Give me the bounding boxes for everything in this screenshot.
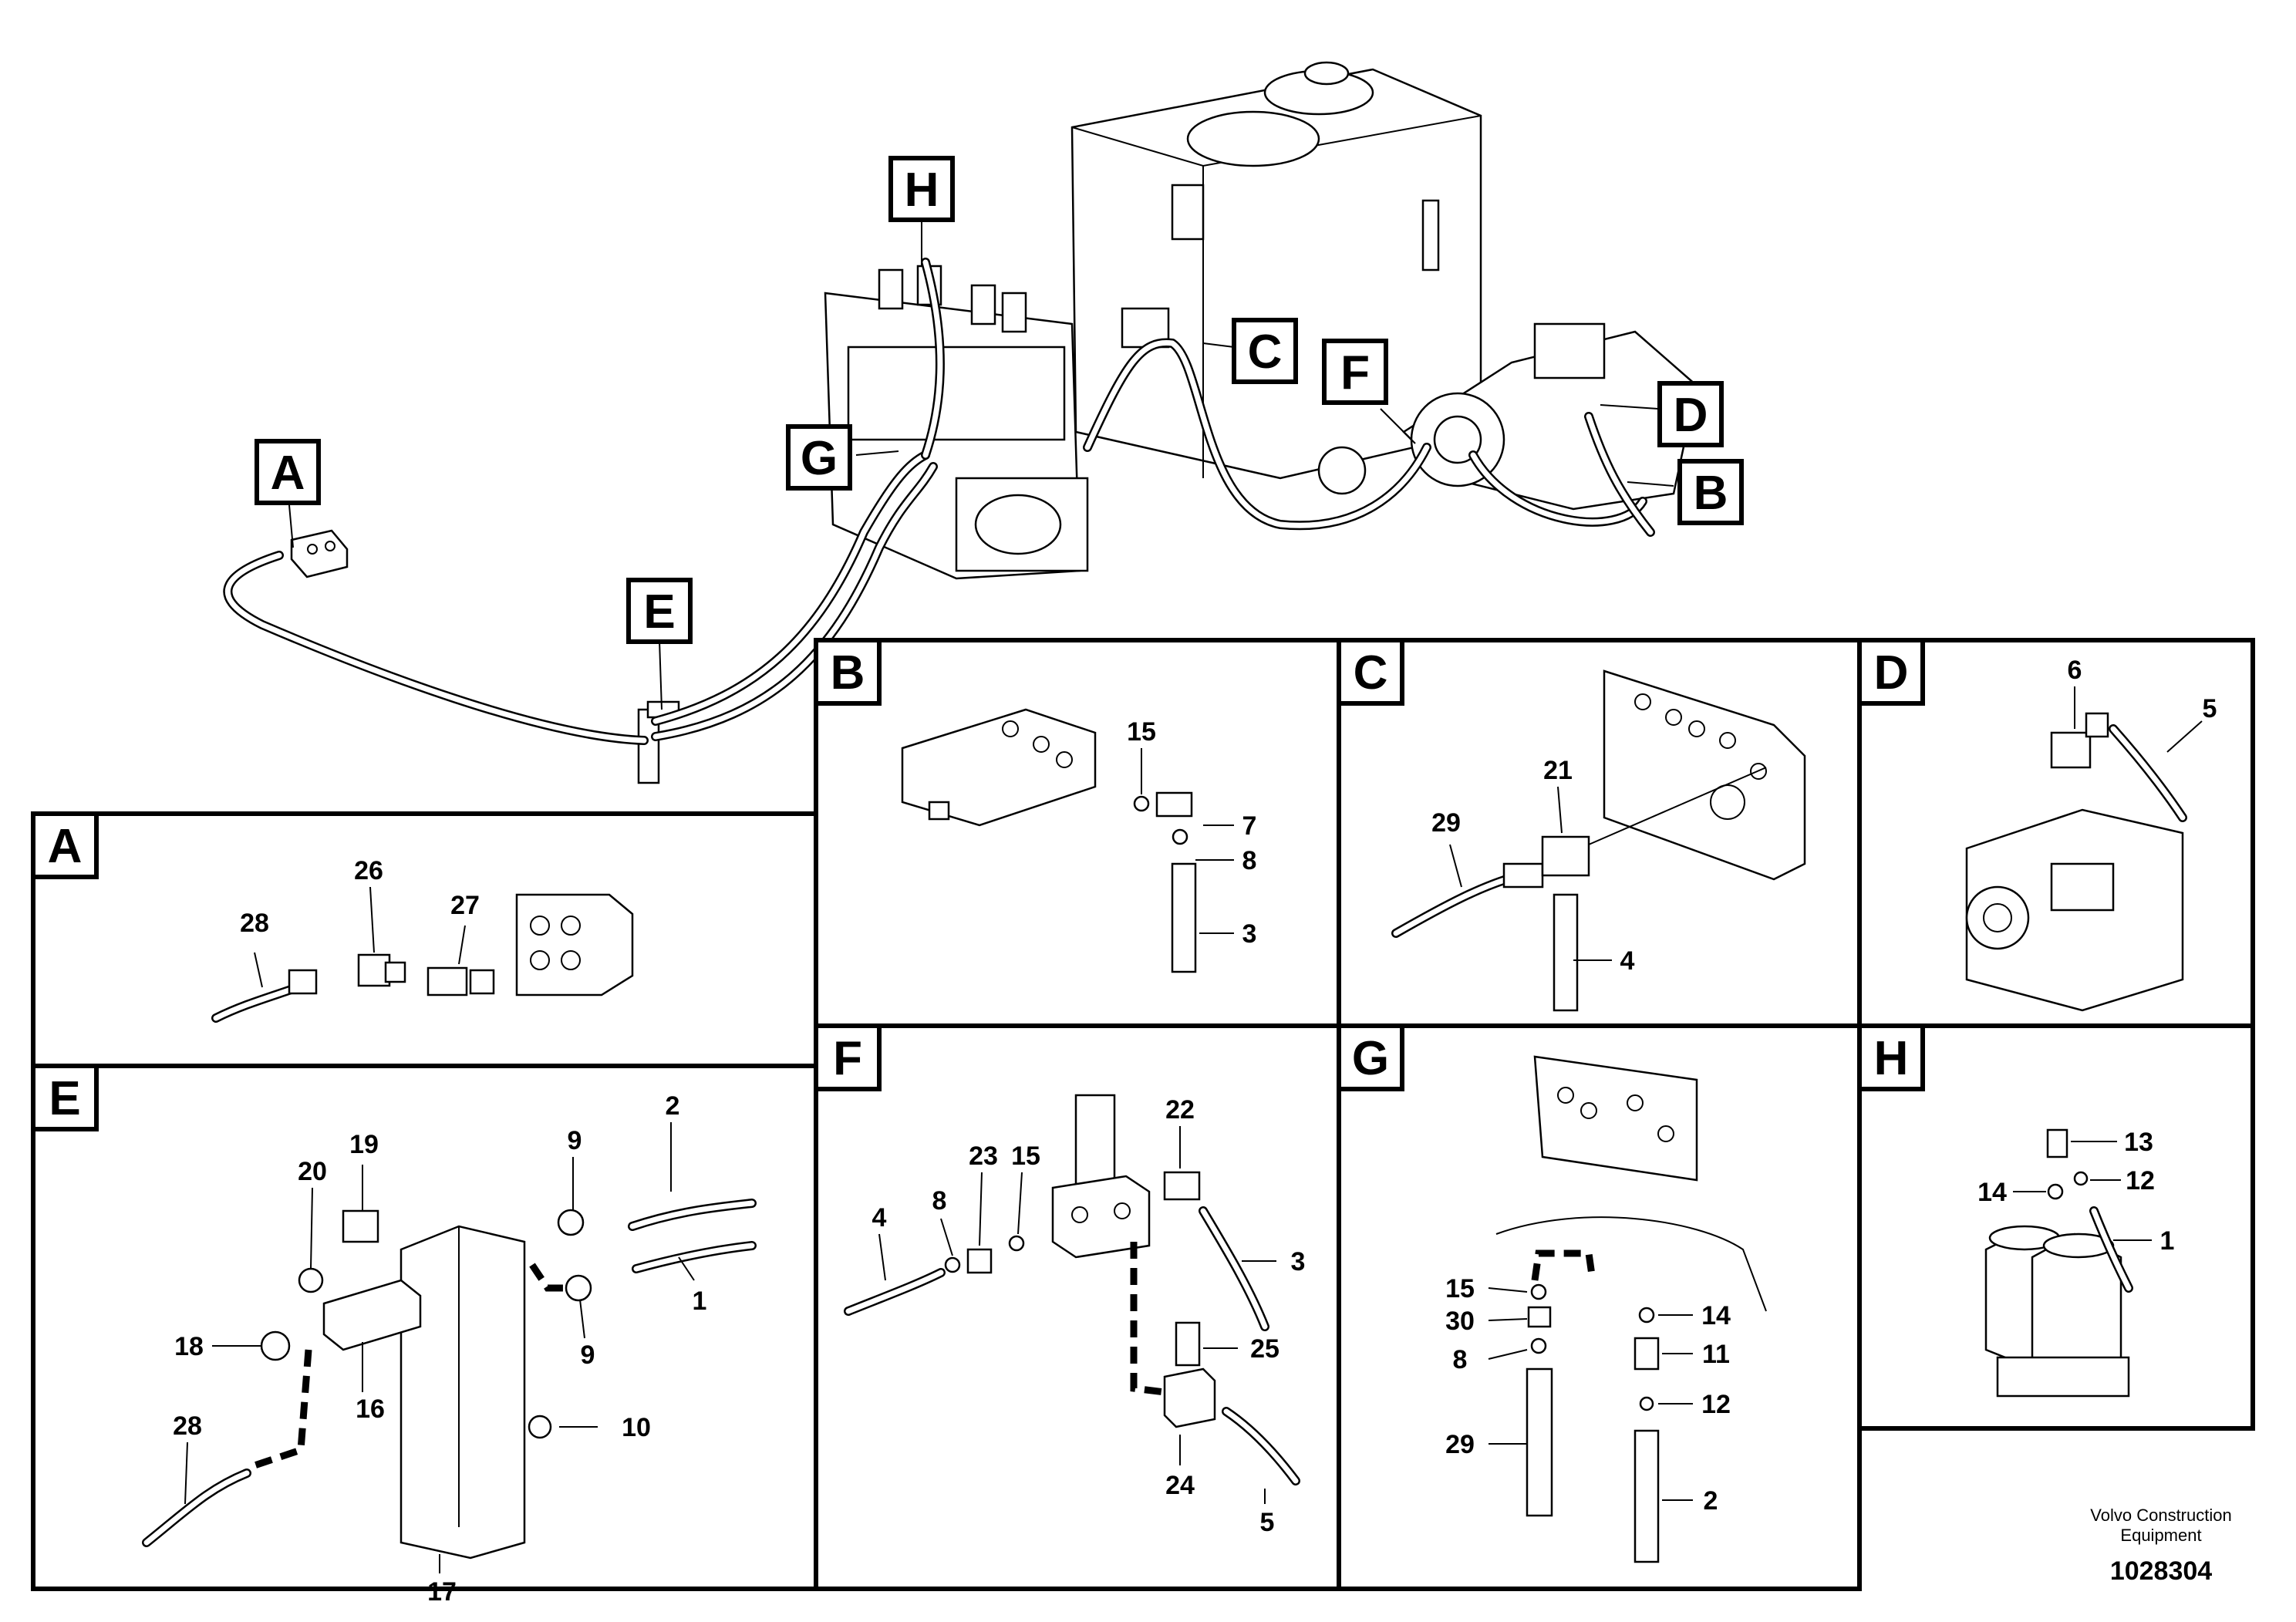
panel-b: B 15 7 8 3 xyxy=(814,638,1341,1028)
svg-text:H: H xyxy=(905,164,939,217)
part-9-lower: 9 xyxy=(581,1340,595,1370)
svg-text:A: A xyxy=(271,447,305,500)
part-8: 8 xyxy=(1242,846,1257,875)
part-12: 12 xyxy=(2126,1166,2155,1195)
distribution-block xyxy=(290,529,349,578)
part-7: 7 xyxy=(1242,811,1257,841)
part-29: 29 xyxy=(1431,808,1461,838)
part-9: 9 xyxy=(568,1126,582,1155)
part-24: 24 xyxy=(1165,1471,1195,1500)
panel-e: E 20 19 18 16 28 9 2 9 1 xyxy=(31,1064,818,1607)
part-2: 2 xyxy=(666,1091,680,1121)
part-14: 14 xyxy=(1977,1178,2007,1207)
svg-text:B: B xyxy=(1694,467,1728,520)
callout-tag-a[interactable]: A xyxy=(257,441,319,503)
panel-c: C 29 21 4 xyxy=(1337,638,1862,1028)
part-8: 8 xyxy=(932,1186,947,1216)
callout-tag-c[interactable]: C xyxy=(1234,320,1296,382)
svg-text:H: H xyxy=(1874,1032,1909,1085)
svg-text:F: F xyxy=(1340,346,1370,400)
callout-tag-f[interactable]: F xyxy=(1324,341,1386,403)
part-22: 22 xyxy=(1165,1095,1195,1125)
part-29: 29 xyxy=(1445,1430,1475,1459)
callout-tag-h[interactable]: H xyxy=(891,158,952,220)
svg-text:G: G xyxy=(801,432,838,485)
callout-tag-e[interactable]: E xyxy=(629,580,690,642)
svg-text:D: D xyxy=(1874,646,1909,700)
part-10: 10 xyxy=(622,1413,651,1442)
panel-g: G 15 30 8 29 14 11 12 2 xyxy=(1337,1023,1862,1591)
part-16: 16 xyxy=(356,1394,385,1424)
part-14: 14 xyxy=(1701,1301,1731,1330)
part-28: 28 xyxy=(173,1411,202,1441)
part-18: 18 xyxy=(174,1332,204,1361)
svg-text:G: G xyxy=(1352,1032,1389,1085)
svg-text:C: C xyxy=(1248,325,1283,379)
part-23: 23 xyxy=(969,1141,998,1171)
part-5: 5 xyxy=(1260,1508,1275,1537)
svg-text:E: E xyxy=(49,1072,80,1125)
panel-f: F 4 8 23 15 22 3 25 24 5 xyxy=(814,1023,1341,1591)
part-12: 12 xyxy=(1701,1390,1731,1419)
panel-d: D 6 5 xyxy=(1857,638,2255,1028)
part-25: 25 xyxy=(1250,1334,1279,1364)
part-4: 4 xyxy=(1620,946,1635,976)
part-17: 17 xyxy=(427,1577,457,1607)
panel-a: A 28 26 27 xyxy=(31,811,818,1068)
part-13: 13 xyxy=(2124,1128,2153,1157)
part-15: 15 xyxy=(1445,1274,1475,1303)
callout-tag-d[interactable]: D xyxy=(1660,383,1721,445)
drawing-number: 1028304 xyxy=(2110,1556,2212,1586)
svg-text:D: D xyxy=(1674,389,1708,442)
part-28: 28 xyxy=(240,909,269,938)
footer-brand: Volvo Construction Equipment 1028304 xyxy=(2090,1506,2231,1586)
part-2: 2 xyxy=(1704,1486,1718,1516)
main-overview: A B C D E F G H xyxy=(223,61,1741,784)
svg-text:C: C xyxy=(1354,646,1388,700)
part-11: 11 xyxy=(1702,1340,1730,1369)
part-3: 3 xyxy=(1291,1247,1306,1276)
svg-text:B: B xyxy=(831,646,865,700)
part-1: 1 xyxy=(693,1286,707,1316)
company-name-line2: Equipment xyxy=(2120,1526,2201,1545)
part-26: 26 xyxy=(354,856,383,885)
part-19: 19 xyxy=(349,1130,379,1159)
part-30: 30 xyxy=(1445,1307,1475,1336)
part-1: 1 xyxy=(2160,1226,2175,1256)
part-6: 6 xyxy=(2068,656,2082,685)
part-27: 27 xyxy=(450,891,480,920)
panel-h: H 13 14 12 1 xyxy=(1857,1023,2255,1431)
part-5: 5 xyxy=(2203,694,2217,723)
part-3: 3 xyxy=(1242,919,1257,949)
callout-tag-b[interactable]: B xyxy=(1680,461,1741,523)
part-15: 15 xyxy=(1011,1141,1040,1171)
control-valve xyxy=(824,265,1089,580)
svg-text:F: F xyxy=(833,1032,862,1085)
callout-tag-g[interactable]: G xyxy=(788,427,850,488)
company-name-line1: Volvo Construction xyxy=(2090,1506,2231,1525)
main-hoses xyxy=(223,258,1655,745)
part-20: 20 xyxy=(298,1157,327,1186)
callout-leaders xyxy=(288,220,1674,710)
part-8: 8 xyxy=(1453,1345,1468,1374)
svg-text:A: A xyxy=(48,820,83,873)
part-15: 15 xyxy=(1127,717,1156,747)
part-4: 4 xyxy=(872,1203,887,1233)
svg-text:E: E xyxy=(643,585,675,639)
part-21: 21 xyxy=(1543,756,1573,785)
